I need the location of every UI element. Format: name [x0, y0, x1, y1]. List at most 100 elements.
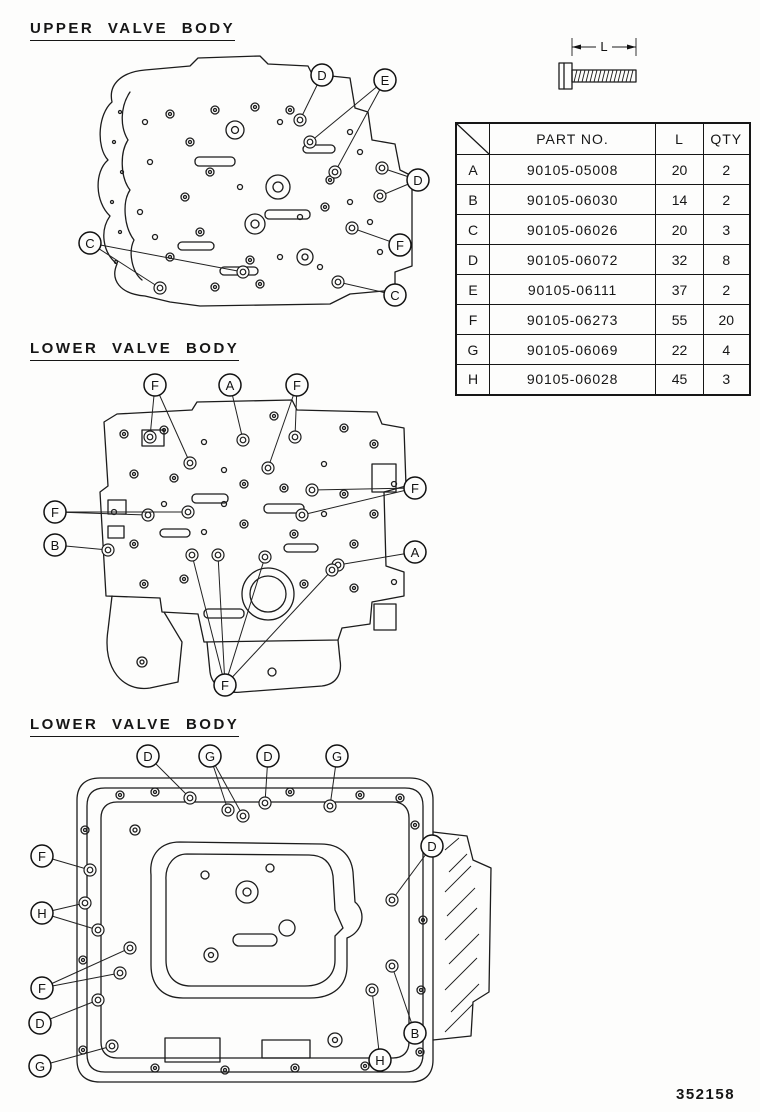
callout-label: F — [411, 481, 419, 496]
section-title-lower-valve-body-1: LOWER VALVE BODY — [30, 340, 240, 361]
section-title-lower-valve-body-2: LOWER VALVE BODY — [30, 716, 240, 737]
section-title-upper-valve-body: UPPER VALVE BODY — [30, 20, 236, 41]
part-qty: 2 — [703, 154, 750, 185]
part-no: 90105-06111 — [489, 274, 656, 305]
part-length: 32 — [655, 244, 704, 275]
leader-line — [337, 551, 416, 566]
part-no: 90105-06030 — [489, 184, 656, 215]
bolt-hole — [81, 899, 89, 907]
part-qty: 2 — [703, 184, 750, 215]
table-header-qty: QTY — [703, 122, 750, 155]
bolt-drawing — [558, 62, 637, 90]
part-length: 22 — [655, 334, 704, 365]
part-key: E — [455, 274, 490, 305]
callout-label: F — [51, 505, 59, 520]
part-no: 90105-06072 — [489, 244, 656, 275]
leader-line — [39, 1045, 113, 1067]
diagonal-line — [457, 124, 489, 154]
upper-body-outline — [97, 55, 413, 307]
part-key: G — [455, 334, 490, 365]
callout-f — [143, 373, 167, 397]
part-key: H — [455, 364, 490, 395]
callout-label: D — [143, 749, 152, 764]
lower2-pan-details — [78, 787, 428, 1075]
callout-g — [28, 1054, 52, 1078]
bolt-hole — [126, 944, 134, 952]
callout-e — [373, 68, 397, 92]
leader-line — [89, 242, 161, 289]
bolt-threads — [573, 69, 634, 83]
part-no: 90105-06028 — [489, 364, 656, 395]
callout-label: H — [37, 906, 46, 921]
bolt-hole — [296, 116, 304, 124]
leader-line — [191, 554, 226, 686]
bolt-hole — [334, 278, 342, 286]
part-qty: 2 — [703, 274, 750, 305]
leader-line — [301, 487, 416, 516]
part-qty: 20 — [703, 304, 750, 335]
bolt-hole — [388, 962, 396, 970]
callout-label: G — [35, 1059, 45, 1074]
bolt-hole — [261, 799, 269, 807]
bolt-hole — [308, 486, 316, 494]
bolt-hole — [86, 866, 94, 874]
callout-f — [285, 373, 309, 397]
leader-line — [89, 242, 244, 273]
part-length: 55 — [655, 304, 704, 335]
table-header-corner — [455, 122, 490, 155]
leader-line — [309, 79, 386, 143]
bolt-hole — [156, 284, 164, 292]
bolt-hole — [328, 566, 336, 574]
callout-label: B — [411, 1026, 420, 1041]
callout-label: C — [85, 236, 94, 251]
leader-line — [334, 79, 386, 173]
table-header-row: PART NO. L QTY — [455, 122, 750, 155]
callout-d — [256, 744, 280, 768]
part-qty: 3 — [703, 214, 750, 245]
leader-line — [224, 556, 266, 686]
part-key: B — [455, 184, 490, 215]
bolt-hole — [264, 464, 272, 472]
part-length: 20 — [655, 214, 704, 245]
leader-line — [267, 384, 298, 469]
leader-line — [391, 965, 416, 1034]
callout-a — [403, 540, 427, 564]
callout-d — [28, 1011, 52, 1035]
bolt-hole — [378, 164, 386, 172]
table-header-length: L — [655, 122, 704, 155]
leader-line — [311, 487, 416, 491]
part-no: 90105-06069 — [489, 334, 656, 365]
callout-b — [43, 533, 67, 557]
lower1-body-outline — [99, 399, 407, 693]
part-no: 90105-06026 — [489, 214, 656, 245]
callout-label: H — [375, 1053, 384, 1068]
callout-label: D — [427, 839, 436, 854]
part-qty: 8 — [703, 244, 750, 275]
callout-f — [43, 500, 67, 524]
bolt-hole — [94, 926, 102, 934]
bolt-hole — [146, 433, 154, 441]
callout-label: F — [293, 378, 301, 393]
bolt-hole — [348, 224, 356, 232]
part-key: F — [455, 304, 490, 335]
callout-g — [325, 744, 349, 768]
callout-f — [30, 844, 54, 868]
callout-label: F — [38, 981, 46, 996]
figure-number: 352158 — [676, 1086, 736, 1103]
callout-label: D — [263, 749, 272, 764]
leader-line — [217, 554, 226, 686]
bolt-hole — [326, 802, 334, 810]
bolt-length-legend: L — [558, 38, 637, 90]
bolt-hole — [239, 268, 247, 276]
part-qty: 4 — [703, 334, 750, 365]
